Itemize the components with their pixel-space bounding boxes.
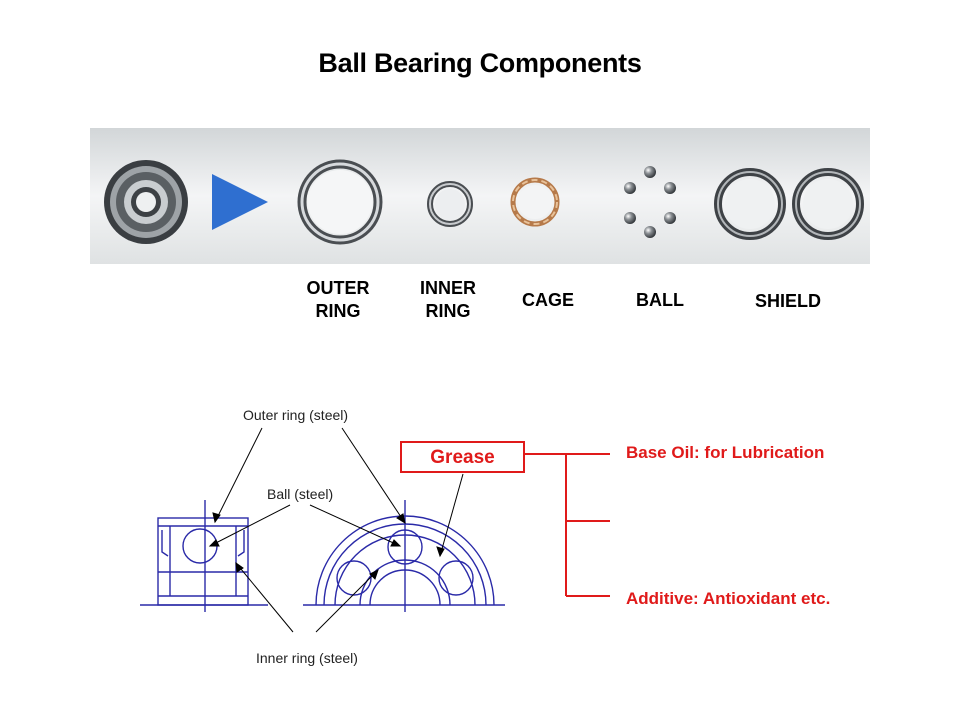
outer-ring-icon bbox=[297, 159, 383, 245]
cage-icon bbox=[510, 177, 560, 227]
grease-connector-lines bbox=[525, 453, 610, 597]
additive-label: Additive: Antioxidant etc. bbox=[626, 589, 831, 608]
shield-icon bbox=[714, 168, 864, 240]
inner-ring-icon bbox=[427, 181, 473, 227]
bearing-cross-section-diagram bbox=[140, 427, 505, 633]
play-arrow-icon bbox=[212, 174, 268, 230]
assembled-bearing-icon bbox=[104, 160, 188, 244]
callout-outer-ring: Outer ring (steel) bbox=[243, 407, 349, 423]
page-title: Ball Bearing Components bbox=[318, 48, 642, 78]
grease-box: Grease bbox=[400, 441, 525, 473]
label-cage: CAGE bbox=[521, 290, 574, 310]
label-ball: BALL bbox=[636, 290, 684, 310]
label-shield: SHIELD bbox=[754, 291, 821, 311]
callout-inner-ring: Inner ring (steel) bbox=[256, 650, 358, 666]
balls-icon bbox=[624, 166, 676, 238]
label-outer-ring: OUTER RING bbox=[306, 278, 370, 321]
components-photo bbox=[90, 128, 870, 264]
callout-ball: Ball (steel) bbox=[267, 486, 334, 502]
label-inner-ring: INNER RING bbox=[419, 278, 476, 321]
base-oil-label: Base Oil: for Lubrication bbox=[626, 443, 825, 462]
